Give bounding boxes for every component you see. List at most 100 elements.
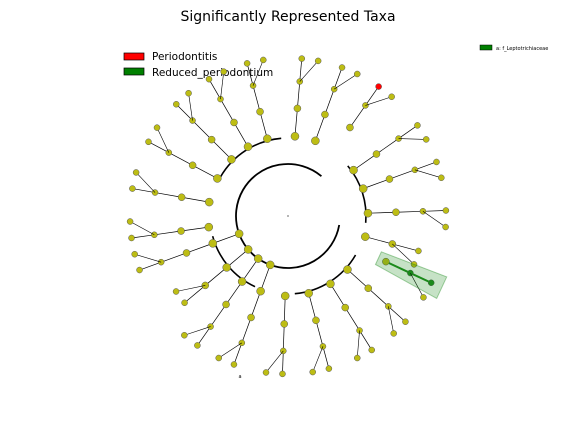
leaf-branch-12 [365,96,392,106]
node-14-3 [385,175,394,183]
leaf-21 [262,369,270,376]
node-3-2 [208,239,218,248]
branch-3-1 [186,243,213,254]
leaf-branch-11 [334,73,358,90]
node-9-2 [263,134,272,143]
leaf-branch-19 [356,330,360,359]
node-3-3 [182,249,191,257]
branch-7-1 [192,120,212,140]
leaf-15 [442,223,449,231]
branch-18-0 [347,269,369,289]
branch-8-0 [233,122,249,147]
branch-5-0 [181,196,210,203]
branch-1-1 [225,281,243,305]
side-legend: a: f_Leptotrichiaceae [479,44,548,52]
leaf-branch-8 [220,71,225,100]
node-6-3 [188,161,197,170]
branch-17-1 [409,272,432,284]
branch-8-1 [220,98,235,123]
branch-10-2 [299,58,303,82]
node-20-5 [325,365,333,372]
branch-8-2 [208,78,221,100]
branch-15-2 [422,210,446,212]
branch-9-0 [259,111,268,139]
node-10-3 [293,104,302,113]
leaf-branch-14 [414,169,442,179]
leaf-5 [132,169,140,176]
branch-15-0 [367,211,396,214]
legend-label-reduced: Reduced_periodontium [152,67,273,79]
leaf-4 [126,218,134,225]
leaf-18 [390,330,397,337]
node-21-5 [279,370,286,378]
node-2-4 [181,299,188,307]
branch-6-1 [168,152,193,166]
leaf-branch-1 [184,326,211,336]
node-4-5 [128,234,135,242]
branch-13-2 [398,125,418,139]
branch-19-2 [359,330,373,351]
branch-16-0 [365,236,393,245]
leaf-branch-15 [422,211,446,228]
legend-swatch-reduced [123,67,145,76]
branch-5-2 [132,188,156,193]
node-4-3 [177,227,185,235]
highlight-label: a [238,374,241,380]
branch-2-2 [184,285,206,304]
node-20-3 [312,316,320,325]
leaf-branch-17 [410,272,424,298]
node-12-5 [375,83,382,90]
branch-9-2 [246,63,254,86]
leaf-19 [354,354,361,362]
node-0-2 [256,286,265,296]
branch-6-0 [192,164,218,179]
branch-0-2 [241,317,252,343]
branch-4-2 [131,234,155,239]
leaf-branch-7 [188,93,193,121]
node-15-2 [363,208,373,218]
node-12-3 [346,123,354,132]
node-10-2 [290,132,300,141]
node-1-5 [194,342,201,349]
node-9-5 [243,60,251,67]
branch-7-2 [176,104,193,121]
leaf-branch-18 [388,306,395,334]
node-7-5 [173,101,180,108]
node-8-3 [230,118,238,127]
branch-10-0 [294,108,298,137]
node-8-5 [205,75,213,83]
leaf-0 [215,354,222,362]
leaf-branch-10 [299,60,319,82]
node-3-5 [136,266,143,274]
branch-11-0 [315,114,326,141]
legend-label-periodontitis: Periodontitis [152,51,217,63]
node-14-2 [358,184,368,193]
branch-arc-bottom [294,254,357,295]
branch-7-0 [211,139,232,160]
branch-20-2 [322,346,330,369]
leaf-branch-5 [135,172,156,193]
branch-13-0 [353,153,377,171]
leaf-branch-9 [252,59,264,86]
branch-19-1 [344,307,360,331]
branch-12-1 [365,86,379,106]
node-5-3 [177,193,186,201]
node-2-1 [243,245,253,254]
leaf-6 [153,124,161,131]
branch-1-2 [210,304,227,327]
side-legend-label: a: f_Leptotrichiaceae [496,46,548,52]
node-17-3 [382,257,390,266]
branch-1-0 [241,258,259,282]
node-7-3 [207,135,216,144]
node-13-5 [414,122,421,129]
node-0-3 [247,313,255,322]
branch-21-0 [283,295,286,324]
branch-12-0 [349,105,366,128]
branch-arc-right [347,165,367,223]
node-7-2 [227,155,236,164]
leaf-1 [181,331,188,339]
branch-18-1 [368,288,389,307]
leaf-16 [410,261,418,268]
leaf-branch-13 [398,138,427,140]
